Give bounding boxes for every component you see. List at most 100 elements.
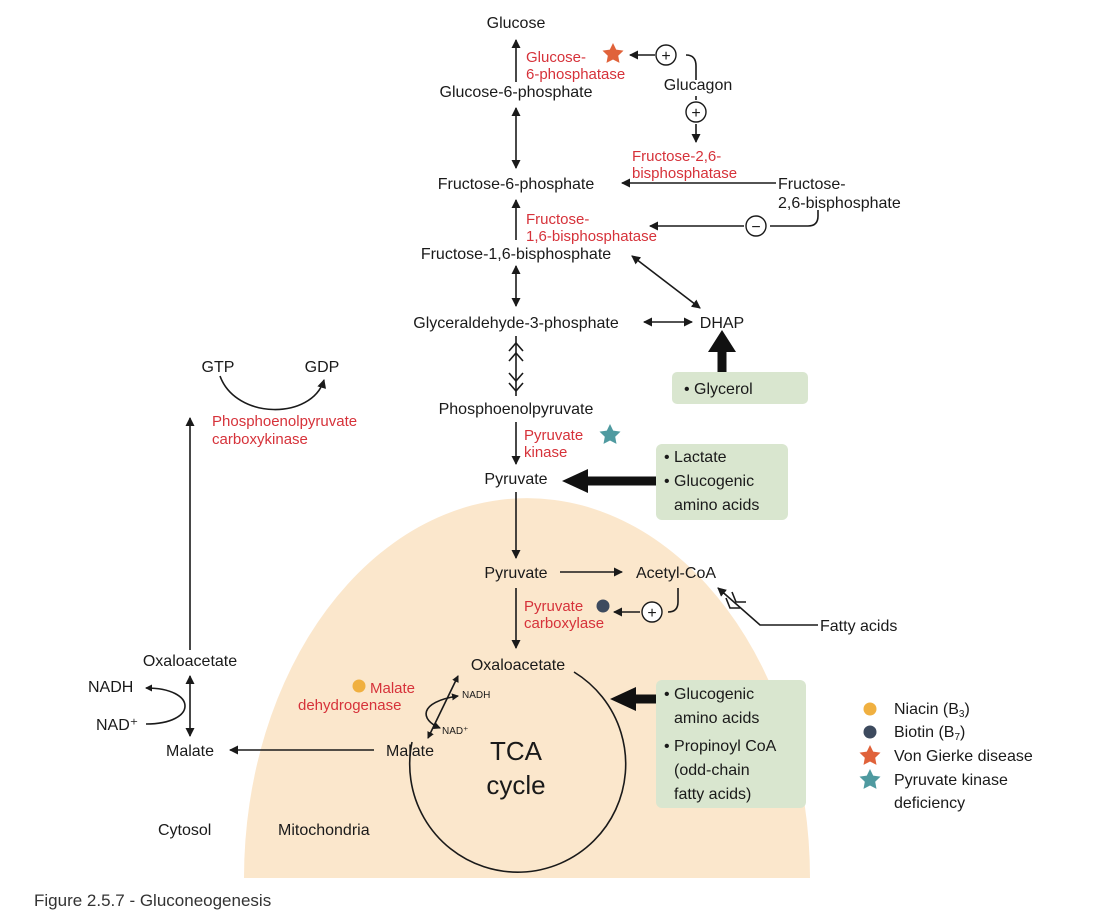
chevron-up-2	[508, 351, 524, 362]
tca-label-line1: TCA	[490, 736, 543, 766]
gtp-label: GTP	[202, 359, 235, 376]
legend-pk-deficiency-label-1: Pyruvate kinase	[894, 772, 1008, 789]
oaa-mito-label: Oxaloacetate	[471, 657, 565, 674]
mitochondria-label: Mitochondria	[278, 822, 370, 839]
fbpase-label-2: 1,6-bisphosphatase	[526, 228, 657, 245]
regulators: + + − +	[641, 44, 767, 623]
fatty-acid-chevron-2	[725, 597, 740, 609]
chevron-up-1	[508, 341, 524, 352]
legend-niacin-dot-icon	[863, 702, 877, 716]
arrow-lactate-to-pyruvate-head	[562, 469, 588, 493]
glucogenic-aa-label-1: • Glucogenic	[664, 473, 754, 490]
propionyl-label-3: fatty acids)	[674, 786, 751, 803]
arrow-aa-to-oaa-head	[610, 687, 636, 711]
figure-caption: Figure 2.5.7 - Gluconeogenesis	[34, 891, 271, 910]
plus-circle-glucagon-f26bpase	[685, 101, 707, 123]
tca-cycle-circle	[408, 671, 627, 873]
pepck-label-1: Phosphoenolpyruvate	[212, 413, 357, 430]
biotin-dot-icon	[596, 599, 610, 613]
f26bpase-label-2: bisphosphatase	[632, 165, 737, 182]
f6p-label: Fructose-6-phosphate	[438, 176, 595, 193]
lactate-aa-box	[656, 444, 788, 520]
pyruvate-kinase-star-icon	[599, 424, 621, 444]
plus-circle-acetylcoa-pc	[641, 601, 663, 623]
malate-mito-label: Malate	[386, 743, 434, 760]
compartment-labels: Cytosol Mitochondria	[158, 822, 370, 839]
pc-label-2: carboxylase	[524, 615, 604, 632]
fatty-acid-chevron-1	[731, 591, 746, 603]
dhap-label: DHAP	[700, 315, 744, 332]
minus-sign-f26bp-fbpase: −	[751, 219, 760, 236]
nadh-mito-label: NADH	[462, 690, 490, 701]
propionyl-label-1: • Propinoyl CoA	[664, 738, 777, 755]
glycerol-box	[672, 372, 808, 404]
glycerol-label: • Glycerol	[684, 381, 753, 398]
gap-label: Glyceraldehyde-3-phosphate	[413, 315, 619, 332]
lactate-label: • Lactate	[664, 449, 727, 466]
mito-substrate-box	[656, 680, 806, 808]
chevron-down-1	[508, 372, 524, 383]
enzyme-markers	[352, 43, 624, 693]
von-gierke-star-icon	[602, 43, 624, 63]
niacin-dot-icon	[352, 679, 366, 693]
plus-sign-glucagon-g6pase: +	[661, 48, 670, 65]
substrate-boxes: • Glycerol • Lactate • Glucogenic amino …	[656, 372, 808, 808]
glucagon-label: Glucagon	[664, 77, 733, 94]
fbpase-label-1: Fructose-	[526, 211, 589, 228]
plus-circle-glucagon-g6pase	[655, 44, 677, 66]
legend-niacin-label: Niacin (B3)	[894, 701, 970, 720]
g6pase-label-1: Glucose-	[526, 49, 586, 66]
g6pase-label-2: 6-phosphatase	[526, 66, 625, 83]
pyruvate-cytosol-label: Pyruvate	[484, 471, 547, 488]
legend-pk-deficiency-star-icon	[859, 769, 881, 789]
plus-sign-glucagon-f26bpase: +	[691, 105, 700, 122]
pyruvate-mito-label: Pyruvate	[484, 565, 547, 582]
enzymes: Glucose- 6-phosphatase Fructose-2,6- bis…	[212, 49, 737, 714]
arrow-glycerol-to-dhap-head	[708, 330, 736, 352]
gdp-label: GDP	[305, 359, 340, 376]
mdh-label-2: dehydrogenase	[298, 697, 401, 714]
malate-cytosol-label: Malate	[166, 743, 214, 760]
mdh-label-1: Malate	[370, 680, 415, 697]
legend-biotin-label: Biotin (B7)	[894, 724, 965, 743]
legend-von-gierke-star-icon	[859, 745, 881, 765]
f26bp-label-1: Fructose-	[778, 176, 846, 193]
glucogenic-aa-label-2: amino acids	[674, 497, 759, 514]
legend: Niacin (B3) Biotin (B7) Von Gierke disea…	[859, 701, 1033, 812]
f26bpase-label-1: Fructose-2,6-	[632, 148, 721, 165]
nad-cytosol-label: NAD⁺	[96, 717, 138, 734]
f26bp-inhibition-line	[770, 210, 819, 227]
cytosol-label: Cytosol	[158, 822, 211, 839]
gtp-gdp-curve	[219, 375, 326, 411]
pep-label: Phosphoenolpyruvate	[439, 401, 594, 418]
pathway-arrows	[145, 39, 819, 755]
plus-sign-acetylcoa-pc: +	[647, 605, 656, 622]
arrow-fattyacids-to-acetylcoa	[717, 587, 818, 626]
legend-pk-deficiency-label-2: deficiency	[894, 795, 965, 812]
glucagon-activation-g6pase	[685, 54, 697, 80]
pk-label-2: kinase	[524, 444, 567, 461]
pk-label-1: Pyruvate	[524, 427, 583, 444]
acetylcoa-label: Acetyl-CoA	[636, 565, 716, 582]
pepck-label-2: carboxykinase	[212, 431, 308, 448]
nad-cycle-cyto	[145, 684, 186, 725]
glucose-label: Glucose	[487, 15, 546, 32]
chevron-down-2	[508, 382, 524, 393]
f16bp-label: Fructose-1,6-bisphosphate	[421, 246, 611, 263]
mito-glucogenic-label-1: • Glucogenic	[664, 686, 754, 703]
tca-label-line2: cycle	[486, 770, 545, 800]
mito-glucogenic-label-2: amino acids	[674, 710, 759, 727]
nadh-cytosol-label: NADH	[88, 679, 133, 696]
nadh-to-nad-mito	[425, 693, 459, 730]
f26bp-label-2: 2,6-bisphosphate	[778, 195, 901, 212]
oaa-cytosol-label: Oxaloacetate	[143, 653, 237, 670]
g6p-label: Glucose-6-phosphate	[440, 84, 593, 101]
nad-mito-label: NAD⁺	[442, 726, 468, 737]
minus-circle-f26bp-fbpase	[745, 215, 767, 237]
acetylcoa-activation-line	[667, 588, 679, 613]
pc-label-1: Pyruvate	[524, 598, 583, 615]
arrow-f16bp-dhap	[631, 255, 701, 309]
metabolites: Glucose Glucose-6-phosphate Glucagon Fru…	[88, 15, 901, 760]
propionyl-label-2: (odd-chain	[674, 762, 750, 779]
